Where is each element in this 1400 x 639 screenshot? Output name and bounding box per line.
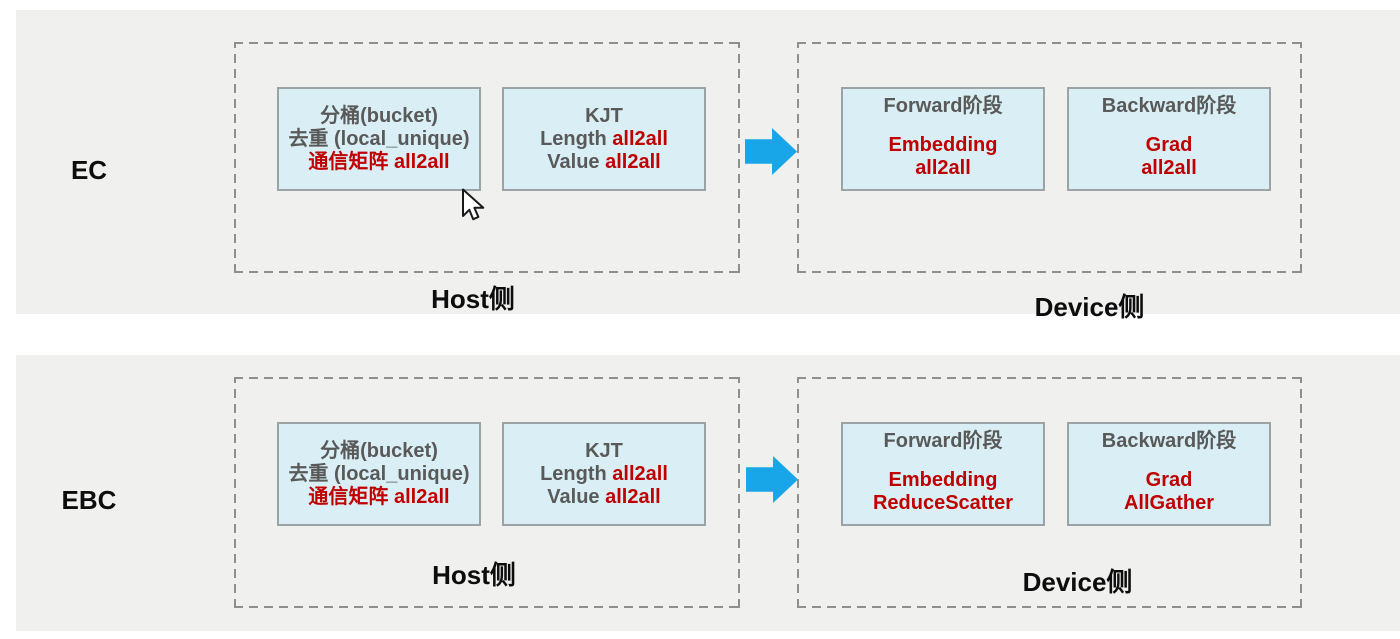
ebc-row-panel: EBC 分桶(bucket) 去重 (local_unique) 通信矩阵 al… — [16, 355, 1400, 631]
backward-op-line1: Grad — [1145, 134, 1193, 156]
ebc-backward-stage-box: Backward阶段 Grad AllGather — [1067, 422, 1271, 526]
kjt-length-line: Length all2all — [540, 127, 668, 150]
ebc-device-group: Forward阶段 Embedding ReduceScatter Backwa… — [797, 377, 1302, 608]
ebc-bucket-dedup-box: 分桶(bucket) 去重 (local_unique) 通信矩阵 all2al… — [277, 422, 481, 526]
ebc-kjt-box: KJT Length all2all Value all2all — [502, 422, 706, 526]
kjt-value-line: Value all2all — [547, 150, 661, 173]
ec-device-group: Forward阶段 Embedding all2all Backward阶段 G… — [797, 42, 1302, 273]
kjt-title: KJT — [585, 439, 623, 462]
ebc-forward-stage-box: Forward阶段 Embedding ReduceScatter — [841, 422, 1045, 526]
forward-op-line2: all2all — [915, 157, 971, 179]
row-label-ebc: EBC — [61, 485, 117, 515]
backward-op-line1: Grad — [1145, 469, 1193, 491]
ec-kjt-box: KJT Length all2all Value all2all — [502, 87, 706, 191]
comm-matrix-line: 通信矩阵 all2all — [308, 485, 450, 508]
dedup-line: 去重 (local_unique) — [288, 127, 470, 150]
row-label-ec: EC — [70, 155, 108, 185]
ebc-host-group: 分桶(bucket) 去重 (local_unique) 通信矩阵 all2al… — [234, 377, 740, 608]
mouse-cursor — [462, 188, 485, 221]
kjt-length-line: Length all2all — [540, 462, 668, 485]
backward-op-line2: AllGather — [1123, 492, 1215, 514]
forward-op-line1: Embedding — [888, 469, 998, 491]
dedup-line: 去重 (local_unique) — [288, 462, 470, 485]
ec-row-panel: EC 分桶(bucket) 去重 (local_unique) 通信矩阵 all… — [16, 10, 1400, 322]
backward-stage-title: Backward阶段 — [1101, 430, 1237, 452]
forward-stage-title: Forward阶段 — [883, 430, 1003, 452]
ec-host-group: 分桶(bucket) 去重 (local_unique) 通信矩阵 all2al… — [234, 42, 740, 273]
backward-op-line2: all2all — [1141, 157, 1197, 179]
forward-op-line1: Embedding — [888, 134, 998, 156]
kjt-value-line: Value all2all — [547, 485, 661, 508]
bucket-line: 分桶(bucket) — [320, 439, 438, 462]
forward-stage-title: Forward阶段 — [883, 95, 1003, 117]
ec-device-zone-label: Device侧 — [1034, 292, 1145, 322]
kjt-title: KJT — [585, 104, 623, 127]
backward-stage-title: Backward阶段 — [1101, 95, 1237, 117]
bucket-line: 分桶(bucket) — [320, 104, 438, 127]
comm-matrix-line: 通信矩阵 all2all — [308, 150, 450, 173]
arrow-right-icon — [746, 456, 798, 503]
ec-backward-stage-box: Backward阶段 Grad all2all — [1067, 87, 1271, 191]
ebc-host-zone-label: Host侧 — [432, 560, 516, 590]
forward-op-line2: ReduceScatter — [872, 492, 1014, 514]
arrow-right-icon — [745, 128, 797, 175]
ec-forward-stage-box: Forward阶段 Embedding all2all — [841, 87, 1045, 191]
ebc-device-zone-label: Device侧 — [1022, 567, 1133, 597]
ec-bucket-dedup-box: 分桶(bucket) 去重 (local_unique) 通信矩阵 all2al… — [277, 87, 481, 191]
ec-host-zone-label: Host侧 — [431, 284, 515, 314]
